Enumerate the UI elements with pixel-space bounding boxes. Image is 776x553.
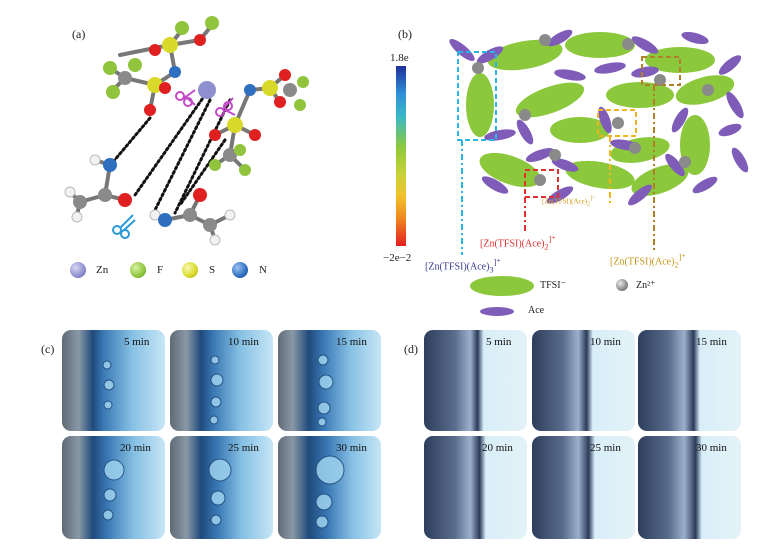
cluster-label-ace3: [Zn(TFSI)(Ace)3]⁺ [425,257,501,274]
cluster-box-brown [641,56,681,86]
gas-bubbles-overlay [102,354,345,529]
cluster-box-yellow [597,109,637,137]
colorbar [396,66,406,246]
panel-c-time-label: 5 min [124,336,150,348]
cluster-label-red: [Zn(TFSI)(Ace)2]⁺ [480,234,556,251]
tfsi-legend-label: TFSI⁻ [540,280,566,291]
legend-f-ball [130,262,146,278]
panel-c-label: (c) [41,342,55,356]
panel-d-tile-5min: 5 min [424,330,527,431]
panel-d-label: (d) [404,342,418,356]
scissors-icon [215,97,236,117]
panel-a-label: (a) [72,27,86,41]
panel-d-tile-25min: 25 min [532,436,635,539]
cluster-label-brown-text: [Zn(TFSI)(Ace) [610,256,675,268]
panel-c-time-label: 20 min [120,442,151,454]
zn-legend-label: Zn²⁺ [636,280,656,291]
panel-d-time-label: 25 min [590,442,621,454]
cluster-box-ace3 [457,51,497,141]
legend-s-ball [182,262,198,278]
legend-n-label: N [259,264,267,276]
molecular-structure-diagram [64,16,309,246]
scissors-icon [175,89,196,107]
scissors-icon [112,214,136,239]
panel-c-tile-5min: 5 min [62,330,165,431]
cluster-label-yellow-sub: 2 [587,201,591,208]
cluster-label-red-text: [Zn(TFSI)(Ace) [480,238,545,250]
panel-d-tile-15min: 15 min [638,330,741,431]
panel-c-time-label: 10 min [228,336,259,348]
panel-c-time-label: 30 min [336,442,367,454]
cluster-label-yellow: [Zn(TFSI)(Ace)2]⁺ [542,196,595,208]
panel-d-time-label: 15 min [696,336,727,348]
cluster-label-brown: [Zn(TFSI)(Ace)2]⁺ [610,252,686,269]
legend-f-label: F [157,264,164,276]
legend-s-label: S [209,264,216,276]
atoms [64,16,309,246]
panel-d-tile-30min: 30 min [638,436,741,539]
colorbar-max-label: 1.8e [390,52,409,64]
cluster-label-ace3-sup: ]⁺ [493,258,501,267]
cluster-label-brown-sub: 2 [674,260,679,270]
legend-n-ball [232,262,248,278]
cluster-label-red-sup: ]⁺ [548,235,556,244]
tfsi-legend-symbol [470,276,534,296]
panel-b-label: (b) [398,27,412,41]
panel-d-time-label: 20 min [482,442,513,454]
ace-ellipses [449,29,749,206]
cluster-label-yellow-sup: ]⁺ [590,196,596,202]
cluster-label-ace3-text: [Zn(TFSI)(Ace) [425,261,490,273]
cluster-label-yellow-text: [Zn(TFSI)(Ace) [542,197,588,206]
panel-c-tile-30min: 30 min [278,436,381,539]
zn-spheres [472,34,714,186]
ace-legend-symbol [480,307,514,316]
cluster-label-red-sub: 2 [544,242,549,252]
panel-c-tile-20min: 20 min [62,436,165,539]
panel-c-time-label: 25 min [228,442,259,454]
ace-legend-label: Ace [528,305,545,316]
cluster-label-brown-sup: ]⁺ [678,253,686,262]
panel-d-tile-10min: 10 min [532,330,635,431]
cluster-box-red [524,169,559,198]
solvation-structure-schematic [449,29,749,255]
panel-c-tile-25min: 25 min [170,436,273,539]
legend-zn-ball [70,262,86,278]
zn-legend-symbol [616,279,628,291]
cluster-label-ace3-sub: 3 [489,265,494,275]
panel-d-time-label: 10 min [590,336,621,348]
panel-d-time-label: 5 min [486,336,512,348]
legend-zn-label: Zn [96,264,109,276]
panel-c-time-label: 15 min [336,336,367,348]
colorbar-min-label: −2e−2 [383,252,412,264]
panel-d-time-label: 30 min [696,442,727,454]
panel-d-tile-20min: 20 min [424,436,527,539]
coordination-dotted-lines [111,93,232,215]
